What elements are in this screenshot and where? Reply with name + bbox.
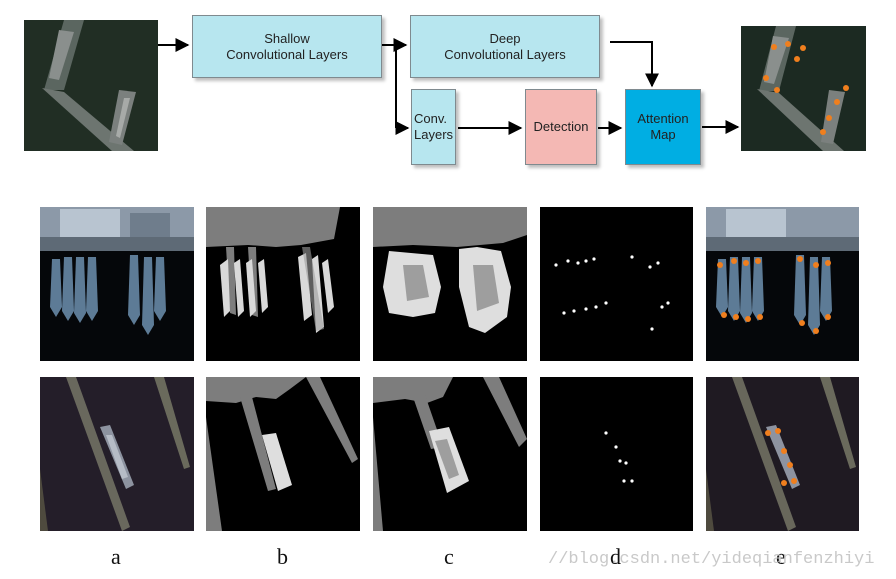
row2-col-b-mask (206, 377, 360, 531)
row1-col-d-detections (540, 207, 693, 361)
row2-col-a-aerial (40, 377, 194, 531)
column-label-b: b (277, 544, 288, 569)
row1-col-b-mask (206, 207, 360, 361)
shallow-line1: Shallow (264, 30, 310, 46)
row2-col-e-result (706, 377, 859, 531)
pipeline-arrows (158, 0, 740, 135)
shallow-line2: Convolutional Layers (226, 46, 348, 62)
watermark: //blog.csdn.net/yideqianfenzhiyi (548, 550, 875, 569)
column-label-c: c (444, 544, 454, 569)
arrow-shallow-to-deep (382, 45, 406, 128)
row1-col-c-segmentation (373, 207, 527, 361)
output-aerial-image (741, 26, 866, 151)
shallow-conv-layers-box: Shallow Convolutional Layers (192, 15, 382, 78)
conv-line2: Layers (414, 127, 454, 142)
attention-map-box: Attention Map (625, 89, 701, 165)
detection-label: Detection (533, 119, 589, 134)
column-label-e: e (776, 544, 786, 569)
deep-line1: Deep (489, 30, 521, 46)
attention-line1: Attention (637, 111, 689, 126)
attention-line2: Map (650, 127, 676, 142)
row2-col-c-segmentation (373, 377, 527, 531)
row1-col-a-aerial (40, 207, 194, 361)
detection-box: Detection (525, 89, 597, 165)
column-label-a: a (111, 544, 121, 569)
deep-line2: Convolutional Layers (444, 46, 566, 62)
conv-line1: Conv. (414, 111, 447, 126)
row2-col-d-detections (540, 377, 693, 531)
conv-layers-box: Conv. Layers (411, 89, 456, 165)
arrow-deep-to-attention (610, 41, 659, 88)
row1-col-e-result (706, 207, 859, 361)
column-label-d: d (610, 544, 621, 569)
deep-conv-layers-box: Deep Convolutional Layers (410, 15, 600, 78)
input-aerial-image (24, 20, 158, 151)
